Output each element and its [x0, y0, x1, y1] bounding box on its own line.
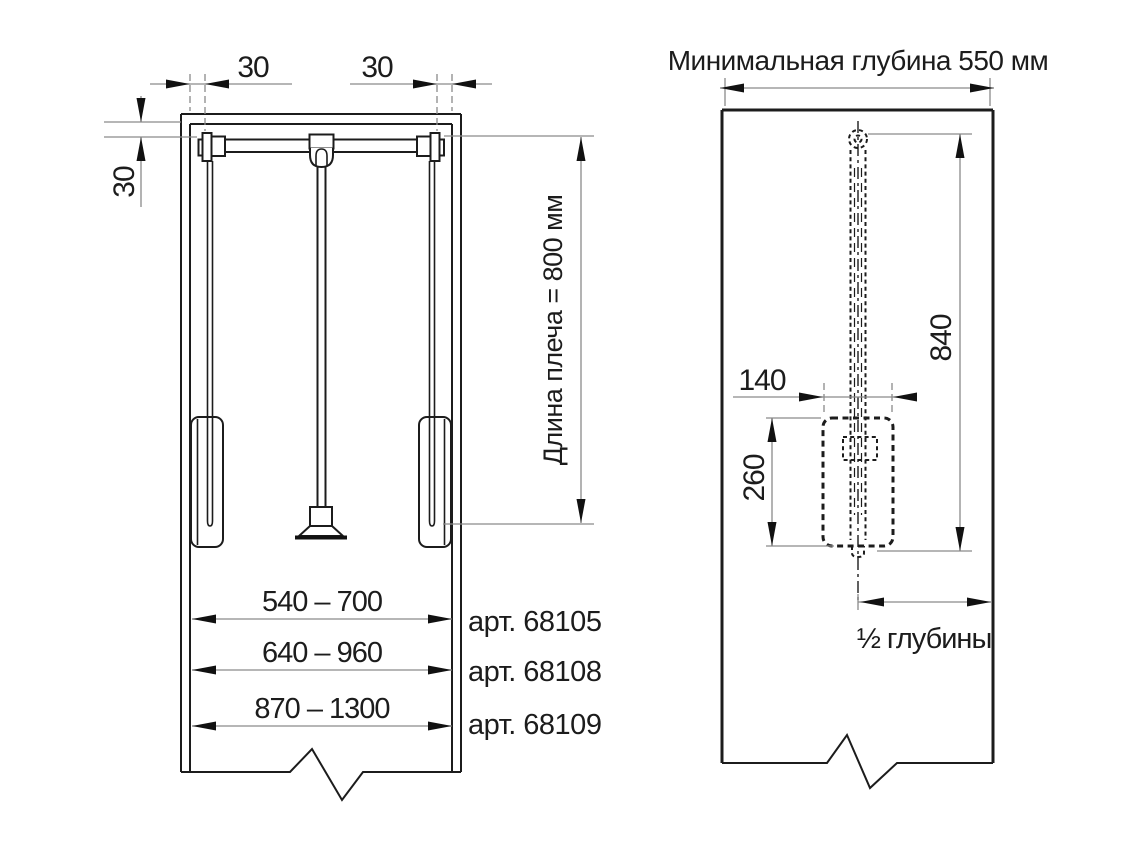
dim-label-width-3: 870 – 1300 [254, 693, 389, 725]
dim-label-30-side: 30 [108, 166, 141, 198]
dim-mechanism-height: 260 [738, 417, 834, 547]
dim-label-260: 260 [738, 454, 771, 501]
dim-min-depth [720, 78, 994, 106]
dim-arm-height: 840 [868, 133, 972, 552]
dim-label-30-top-left: 30 [237, 51, 269, 84]
right-guide-rail [418, 161, 452, 548]
dim-mechanism-width: 140 [733, 364, 917, 416]
mechanism-block [842, 436, 878, 461]
dim-arm-length: Длина плеча = 800 мм [443, 135, 594, 525]
lift-mechanism-hidden [821, 121, 895, 600]
front-view: 30 30 30 Длина плеча = [104, 51, 602, 802]
handle [295, 506, 347, 540]
article-number-2: арт. 68108 [468, 656, 601, 688]
dim-label-840: 840 [925, 314, 958, 361]
arm-tip [851, 546, 865, 559]
left-guide-rail [190, 161, 224, 548]
pivot-circle [848, 129, 868, 149]
article-number-3: арт. 68109 [468, 709, 601, 741]
dim-label-30-top-right: 30 [361, 51, 393, 84]
dim-label-half-depth: ½ глубины [857, 623, 992, 655]
dim-offset-side: 30 [104, 96, 197, 207]
break-line [722, 732, 993, 790]
mechanism-housing [821, 416, 895, 548]
dim-label-arm-length: Длина плеча = 800 мм [538, 195, 568, 466]
side-view: Минимальная глубина 550 мм [668, 45, 1049, 790]
panel-outline [720, 108, 995, 790]
dim-width-options: 540 – 700 арт. 68105 640 – 960 арт. 6810… [192, 586, 602, 741]
dim-offset-top-left: 30 [150, 51, 292, 131]
side-view-title: Минимальная глубина 550 мм [668, 45, 1049, 76]
break-line [181, 747, 461, 802]
center-pull-rod [295, 133, 347, 540]
dim-label-width-1: 540 – 700 [262, 586, 382, 618]
dim-half-depth: ½ глубины [857, 594, 992, 655]
dim-offset-top-right: 30 [350, 51, 492, 131]
dim-label-140: 140 [738, 364, 785, 397]
dim-label-width-2: 640 – 960 [262, 637, 382, 669]
article-number-1: арт. 68105 [468, 606, 601, 638]
